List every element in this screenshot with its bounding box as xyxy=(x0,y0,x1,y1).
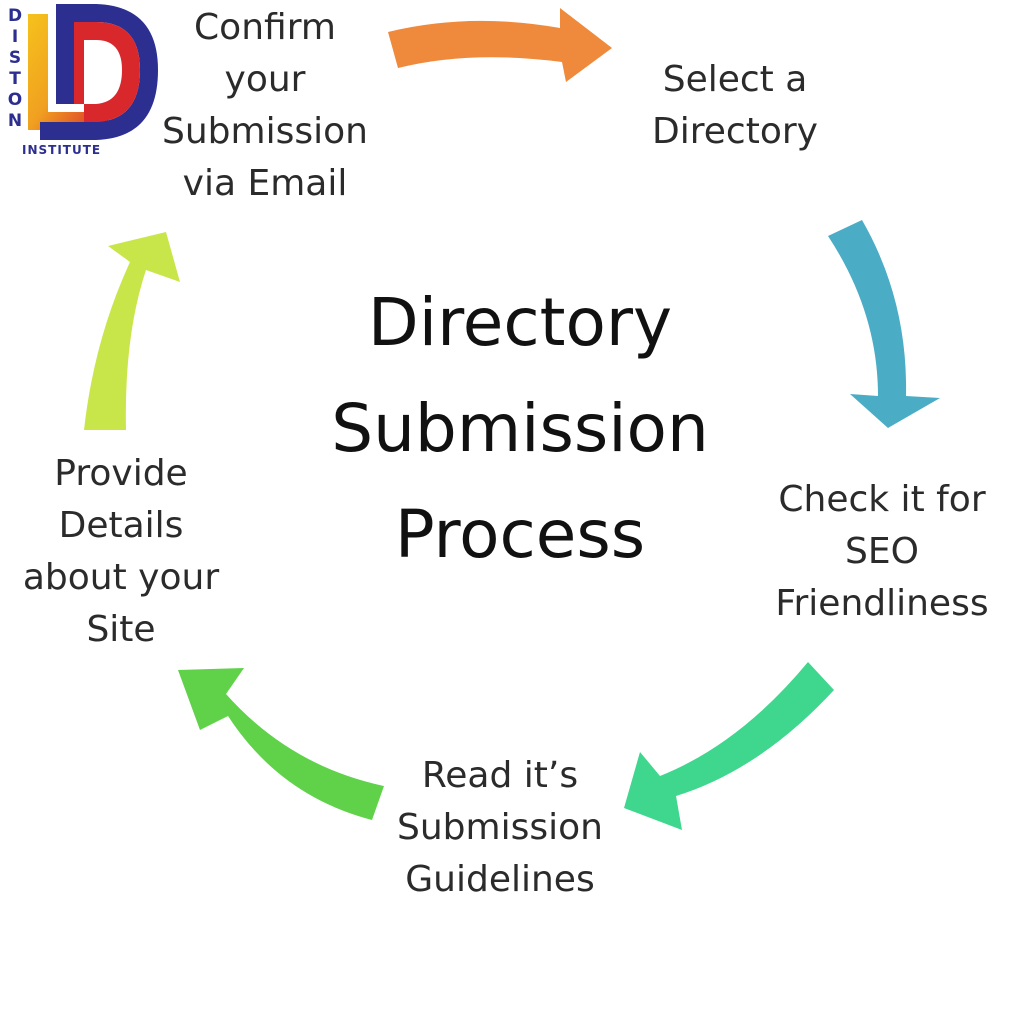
logo-letter: S xyxy=(8,48,22,68)
title-line: Directory xyxy=(367,284,673,361)
diston-logo: D I S T O N INSTITUTE xyxy=(0,0,165,165)
step-line: Directory xyxy=(652,111,818,152)
logo-mark xyxy=(28,4,158,140)
logo-letter: T xyxy=(9,69,21,89)
logo-vertical-letters: D I S T O N xyxy=(6,6,24,132)
step-confirm-email: Confirm your Submission via Email xyxy=(150,2,380,210)
step-read-guidelines: Read it’s Submission Guidelines xyxy=(380,750,620,906)
step-check-seo: Check it for SEO Friendliness xyxy=(762,474,1002,630)
logo-caption: INSTITUTE xyxy=(22,143,102,157)
step-line: your xyxy=(224,59,306,100)
diagram-title: Directory Submission Process xyxy=(300,270,740,588)
step-line: Site xyxy=(86,609,156,650)
arrow-read-to-provide xyxy=(178,668,384,820)
logo-inner-d xyxy=(74,22,140,122)
step-line: Submission xyxy=(397,807,603,848)
step-line: Provide xyxy=(54,453,188,494)
arrow-select-to-check xyxy=(828,220,940,428)
logo-letter: D xyxy=(7,6,23,26)
title-line: Submission xyxy=(331,390,709,467)
step-line: Details xyxy=(58,505,184,546)
title-line: Process xyxy=(394,496,646,573)
logo-letter: I xyxy=(11,27,19,47)
arrow-provide-to-confirm xyxy=(84,232,180,430)
step-line: about your xyxy=(22,557,220,598)
step-line: SEO xyxy=(845,531,919,572)
step-line: via Email xyxy=(182,163,348,204)
step-line: Select a xyxy=(662,59,808,100)
logo-l-shape xyxy=(28,14,108,130)
logo-d-shape xyxy=(40,4,158,140)
arrow-confirm-to-select xyxy=(388,8,612,82)
step-line: Read it’s xyxy=(421,755,579,796)
logo-letter: O xyxy=(7,90,23,110)
step-line: Submission xyxy=(162,111,368,152)
step-line: Guidelines xyxy=(405,859,595,900)
step-line: Friendliness xyxy=(775,583,989,624)
step-provide-details: Provide Details about your Site xyxy=(8,448,234,656)
step-line: Confirm xyxy=(194,7,336,48)
arrow-check-to-read xyxy=(624,662,834,830)
logo-letter: N xyxy=(7,111,23,131)
step-line: Check it for xyxy=(778,479,986,520)
step-select-directory: Select a Directory xyxy=(640,54,830,158)
